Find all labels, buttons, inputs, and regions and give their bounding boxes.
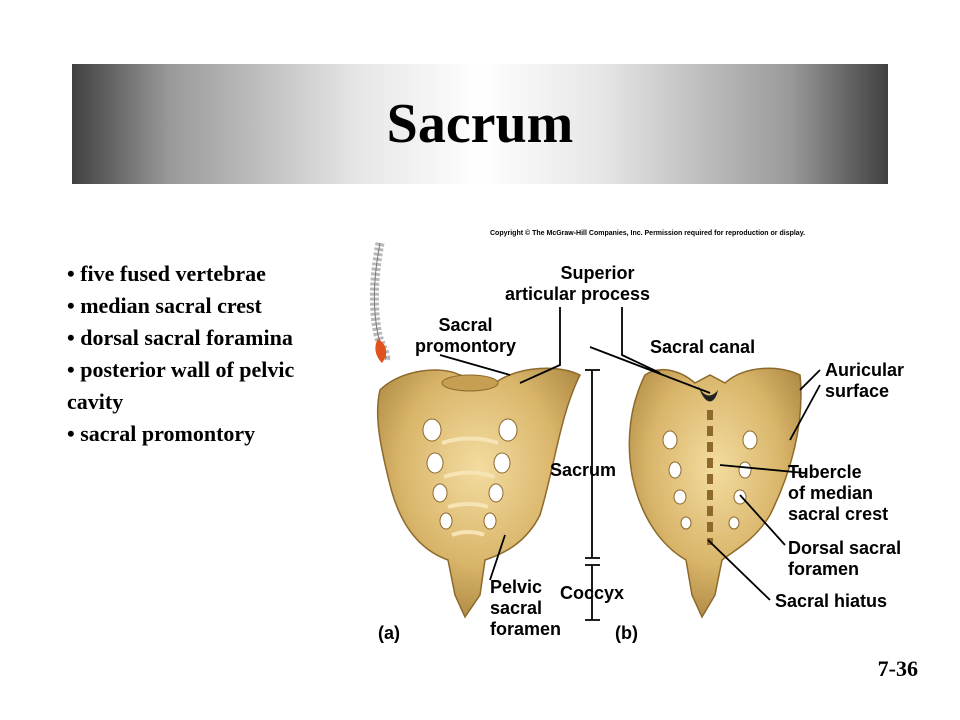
label-line: articular process	[505, 284, 651, 304]
label-tubercle-median-sacral-crest: Tubercle of median sacral crest	[788, 462, 888, 525]
label-sacral-canal: Sacral canal	[650, 337, 756, 357]
sacrum-posterior-view	[628, 367, 802, 619]
bullet-list: • five fused vertebrae • median sacral c…	[67, 258, 317, 450]
label-dorsal-sacral-foramen: Dorsal sacral foramen	[788, 538, 901, 580]
label-pelvic-sacral-foramen: Pelvic sacral foramen	[490, 577, 561, 640]
spine-icon	[369, 242, 391, 363]
bullet-item: • sacral promontory	[67, 421, 256, 446]
label-line: Tubercle	[788, 462, 862, 482]
copyright-notice: Copyright © The McGraw-Hill Companies, I…	[490, 230, 806, 237]
label-line: promontory	[415, 336, 516, 356]
label-line: Superior	[560, 263, 635, 283]
label-sacral-promontory: Sacral promontory	[415, 315, 516, 357]
label-line: sacral crest	[788, 504, 889, 524]
label-panel-a: (a)	[378, 623, 400, 643]
label-line: of median	[788, 483, 874, 503]
label-line: Sacral	[438, 315, 493, 335]
bullet-item: • posterior wall of pelvic cavity	[67, 357, 295, 414]
title-bar: Sacrum	[72, 64, 888, 184]
label-coccyx: Coccyx	[560, 583, 625, 603]
slide-number: 7-36	[877, 656, 918, 681]
label-line: sacral	[490, 598, 543, 618]
bullet-item: • five fused vertebrae	[67, 261, 266, 286]
label-panel-b: (b)	[615, 623, 638, 643]
sacrum-figure: Copyright © The McGraw-Hill Companies, I…	[360, 225, 940, 655]
sacrum-anterior-view	[376, 367, 582, 619]
slide-title: Sacrum	[386, 93, 574, 155]
label-sacrum: Sacrum	[550, 460, 617, 480]
leader-lines	[439, 307, 821, 621]
label-line: Auricular	[825, 360, 905, 380]
bullet-item: • dorsal sacral foramina	[67, 325, 293, 350]
label-superior-articular-process: Superior articular process	[505, 263, 650, 305]
label-line: Pelvic	[490, 577, 543, 597]
sacrum-illustration	[369, 242, 821, 621]
label-line: foramen	[490, 619, 562, 639]
label-sacral-hiatus: Sacral hiatus	[775, 591, 888, 611]
label-line: Dorsal sacral	[788, 538, 902, 558]
bullet-item: • median sacral crest	[67, 293, 262, 318]
label-line: foramen	[788, 559, 860, 579]
label-line: surface	[825, 381, 890, 401]
label-auricular-surface: Auricular surface	[825, 360, 904, 402]
